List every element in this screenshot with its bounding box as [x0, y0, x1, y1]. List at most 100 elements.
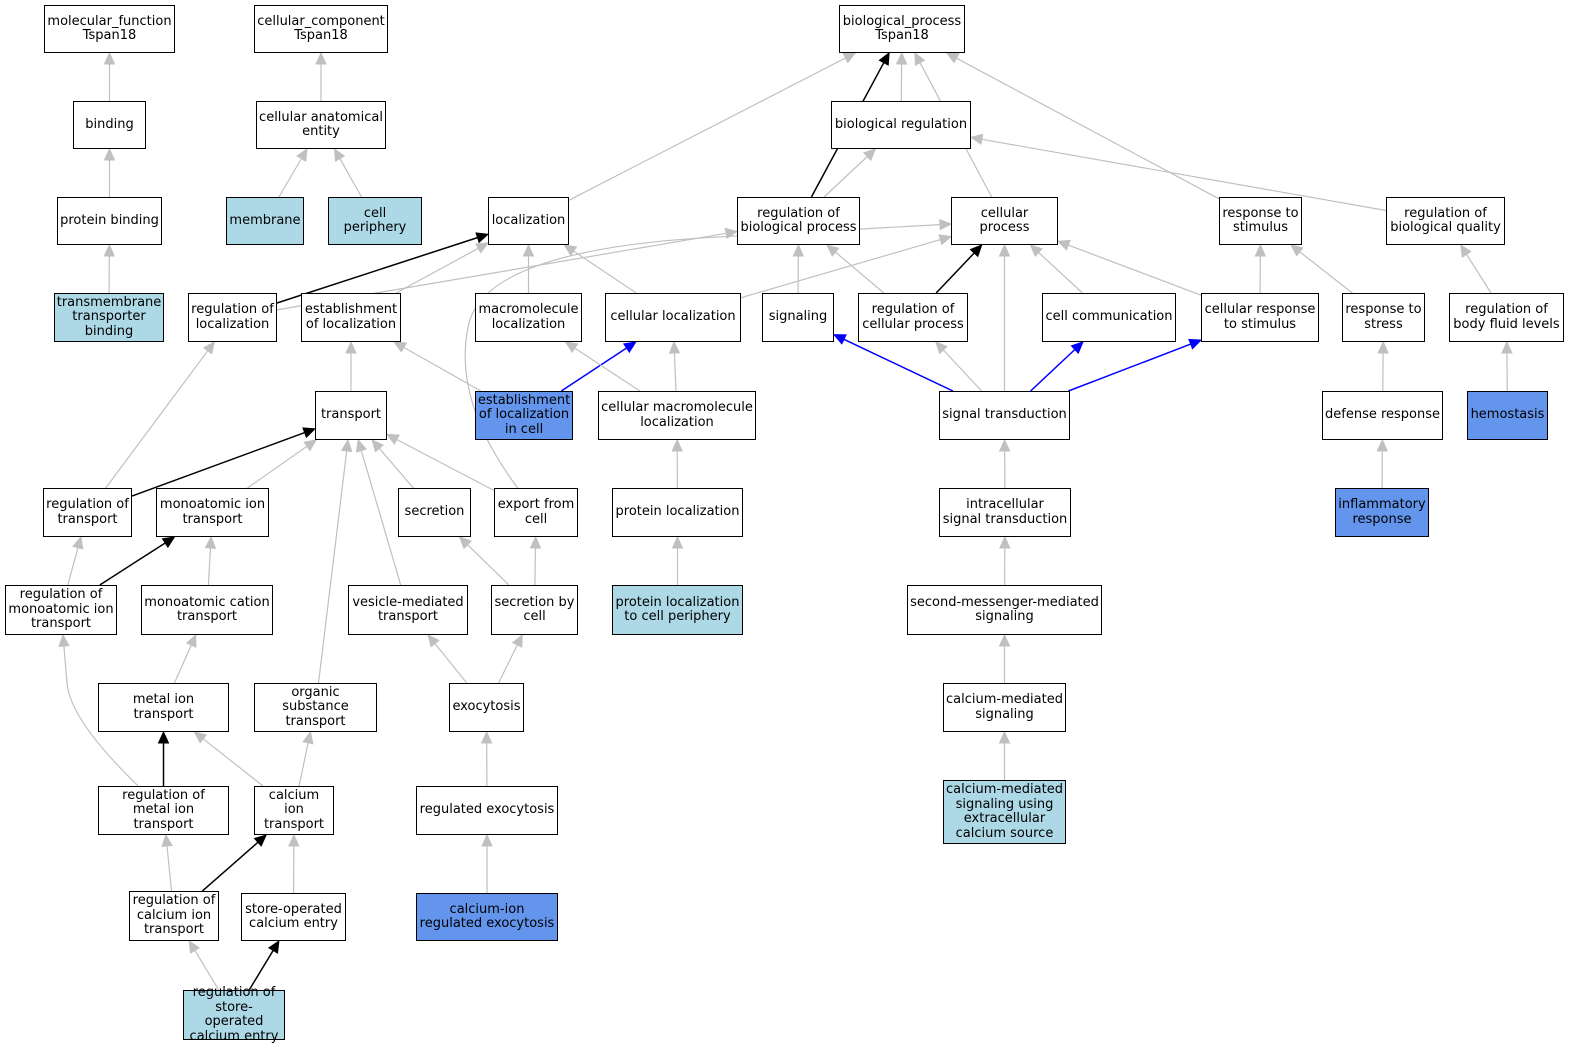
node-cellular-process[interactable]: cellular process	[951, 197, 1058, 245]
node-cellular-localization[interactable]: cellular localization	[605, 293, 741, 342]
node-establishment-of-localization-in-cell[interactable]: establishment of localization in cell	[475, 391, 573, 440]
node-hemostasis[interactable]: hemostasis	[1467, 391, 1548, 440]
edge-line	[1465, 253, 1492, 294]
node-regulation-of-metal-ion-transport[interactable]: regulation of metal ion transport	[98, 786, 229, 835]
node-cell-communication[interactable]: cell communication	[1042, 293, 1176, 342]
node-regulation-of-biological-quality[interactable]: regulation of biological quality	[1386, 197, 1505, 245]
node-defense-response[interactable]: defense response	[1322, 391, 1443, 440]
node-secretion-by-cell[interactable]: secretion by cell	[491, 585, 578, 635]
edge-tmtb-to-pb	[103, 243, 116, 294]
node-organic-substance-transport[interactable]: organic substance transport	[254, 683, 377, 732]
node-protein-localization-to-cell-periphery[interactable]: protein localization to cell periphery	[612, 585, 743, 635]
edge-arrowhead	[1460, 243, 1472, 258]
edge-line	[395, 247, 479, 294]
node-exocytosis[interactable]: exocytosis	[449, 683, 524, 732]
edge-defresp-to-respstress	[1377, 340, 1389, 392]
edge-arrowhead	[103, 147, 116, 161]
node-regulation-of-store-operated-calcium-entry[interactable]: regulation of store-operated calcium ent…	[183, 985, 285, 1043]
node-regulation-of-monoatomic-ion-transport[interactable]: regulation of monoatomic ion transport	[5, 585, 117, 635]
edge-arrowhead	[1377, 340, 1389, 354]
node-signaling[interactable]: signaling	[762, 293, 834, 342]
node-inflammatory-response[interactable]: inflammatory response	[1335, 488, 1429, 537]
edge-line	[740, 239, 941, 299]
edge-arrowhead	[998, 633, 1011, 647]
node-cellular-anatomical-entity[interactable]: cellular anatomical entity	[256, 101, 386, 149]
node-export-from-cell[interactable]: export from cell	[494, 488, 578, 537]
edge-export-to-transport	[385, 433, 495, 492]
edge-arrowhead	[1254, 243, 1267, 257]
node-transmembrane-transporter-binding[interactable]: transmembrane transporter binding	[54, 293, 164, 342]
edge-line	[202, 738, 264, 787]
node-biological-regulation[interactable]: biological regulation	[831, 101, 971, 149]
node-calcium-ion-transport[interactable]: calcium ion transport	[254, 786, 334, 835]
node-cellular-component[interactable]: cellular_component Tspan18	[254, 5, 388, 53]
node-signal-transduction[interactable]: signal transduction	[939, 391, 1070, 440]
edge-arrowhead	[303, 439, 317, 452]
node-binding[interactable]: binding	[73, 101, 146, 149]
node-calcium-ion-regulated-exocytosis[interactable]: calcium-ion regulated exocytosis	[416, 893, 558, 941]
edge-regsoce-to-soce	[248, 939, 280, 991]
node-response-to-stimulus[interactable]: response to stimulus	[1219, 197, 1302, 245]
node-protein-localization[interactable]: protein localization	[612, 488, 743, 537]
node-macromolecule-localization[interactable]: macromolecule localization	[475, 293, 582, 342]
edge-vesicle-to-transport	[355, 438, 402, 586]
edge-arrowhead	[622, 341, 637, 354]
edge-arrowhead	[296, 147, 308, 162]
edge-arrowhead	[475, 242, 490, 254]
edge-line	[942, 349, 983, 392]
node-calcium-mediated-signaling-extracellular[interactable]: calcium-mediated signaling using extrace…	[943, 780, 1066, 844]
edge-line	[464, 224, 941, 489]
node-store-operated-calcium-entry[interactable]: store-operated calcium entry	[241, 893, 346, 941]
node-protein-binding[interactable]: protein binding	[57, 197, 162, 245]
edge-arrowhead	[288, 833, 300, 847]
node-intracellular-signal-transduction[interactable]: intracellular signal transduction	[939, 488, 1071, 537]
node-molecular-function[interactable]: molecular_function Tspan18	[44, 5, 175, 53]
node-metal-ion-transport[interactable]: metal ion transport	[98, 683, 229, 732]
edge-line	[1068, 244, 1202, 296]
node-localization[interactable]: localization	[488, 197, 569, 245]
edge-arrowhead	[1376, 438, 1389, 452]
node-regulation-of-biological-process[interactable]: regulation of biological process	[737, 197, 860, 245]
node-secretion[interactable]: secretion	[398, 488, 471, 537]
node-cellular-macromolecule-localization[interactable]: cellular macromolecule localization	[598, 391, 756, 440]
edge-monoion-to-transport	[247, 439, 317, 489]
node-cell-periphery[interactable]: cell periphery	[328, 197, 422, 245]
node-regulated-exocytosis[interactable]: regulated exocytosis	[416, 786, 558, 835]
edge-regcp-to-regbp	[826, 244, 885, 294]
node-regulation-of-body-fluid-levels[interactable]: regulation of body fluid levels	[1449, 293, 1564, 342]
node-membrane[interactable]: membrane	[226, 197, 304, 245]
edge-arrowhead	[1070, 341, 1084, 355]
edge-arrowhead	[1029, 244, 1043, 258]
node-monoatomic-ion-transport[interactable]: monoatomic ion transport	[156, 488, 269, 537]
edge-regbfl-to-regbq	[1460, 243, 1492, 294]
edge-arrowhead	[832, 334, 847, 345]
node-second-messenger-mediated-signaling[interactable]: second-messenger-mediated signaling	[907, 585, 1102, 635]
edge-arrowhead	[157, 730, 170, 744]
edge-arrowhead	[315, 51, 327, 65]
node-calcium-mediated-signaling[interactable]: calcium-mediated signaling	[943, 683, 1066, 732]
node-regulation-of-localization[interactable]: regulation of localization	[188, 293, 277, 342]
node-transport[interactable]: transport	[315, 391, 387, 440]
edge-arrowhead	[340, 438, 353, 453]
node-establishment-of-localization[interactable]: establishment of localization	[301, 293, 401, 342]
node-monoatomic-cation-transport[interactable]: monoatomic cation transport	[141, 585, 273, 635]
edge-arrowhead	[668, 340, 681, 354]
edge-line	[1038, 252, 1083, 294]
edge-cellloc-to-cellproc	[740, 234, 953, 299]
node-regulation-of-cellular-process[interactable]: regulation of cellular process	[858, 293, 968, 342]
edge-line	[131, 431, 305, 497]
edge-regcaion-to-regmetal	[161, 833, 173, 892]
node-biological-process[interactable]: biological_process Tspan18	[839, 5, 965, 53]
edge-binding-to-mf	[103, 51, 116, 101]
edge-arrowhead	[204, 535, 217, 549]
node-vesicle-mediated-transport[interactable]: vesicle-mediated transport	[348, 585, 468, 635]
edge-estloccell-to-cellloc	[560, 341, 637, 392]
node-regulation-of-calcium-ion-transport[interactable]: regulation of calcium ion transport	[129, 891, 219, 941]
node-regulation-of-transport[interactable]: regulation of transport	[43, 488, 132, 537]
edge-cellresp-to-cellproc	[1056, 239, 1202, 296]
edge-arrowhead	[1188, 338, 1203, 350]
node-cellular-response-to-stimulus[interactable]: cellular response to stimulus	[1201, 293, 1319, 342]
edge-line	[843, 338, 954, 392]
node-response-to-stress[interactable]: response to stress	[1342, 293, 1425, 342]
